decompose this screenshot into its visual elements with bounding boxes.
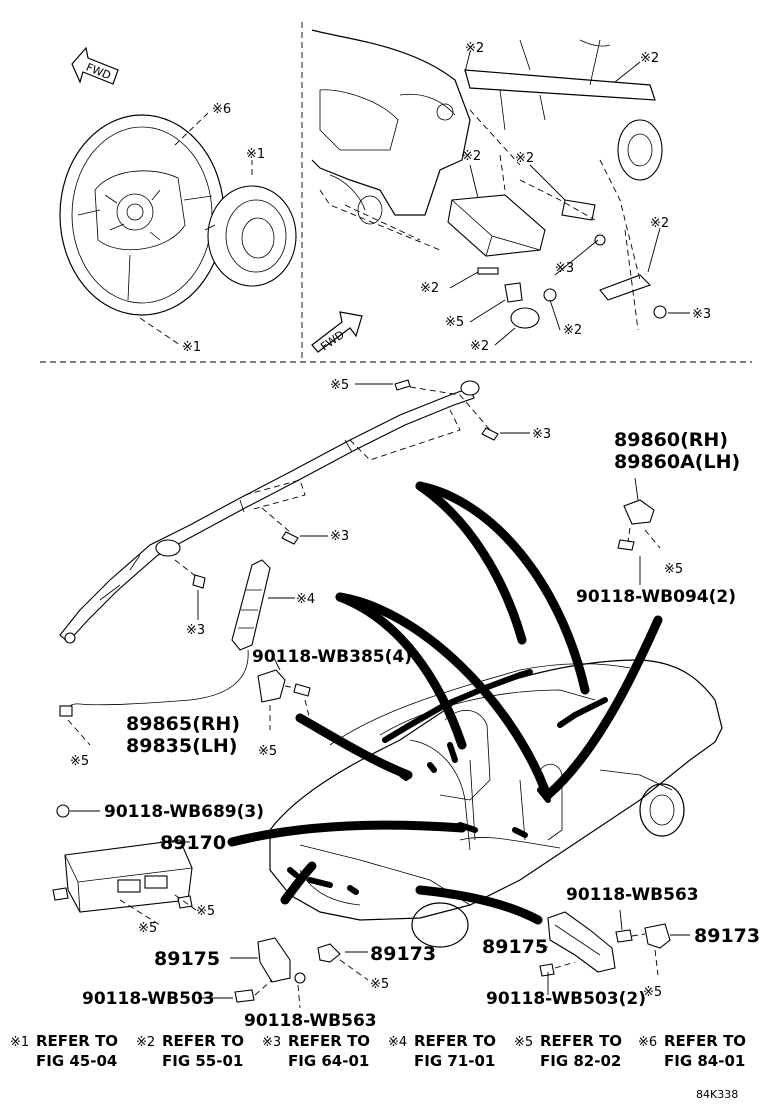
mark-2-e: ※2 bbox=[650, 216, 669, 231]
svg-text:FIG 55-01: FIG 55-01 bbox=[162, 1052, 243, 1070]
mark-5-a: ※5 bbox=[445, 315, 464, 330]
label-90118-wb689: 90118-WB689(3) bbox=[104, 802, 264, 822]
mark-5-sensor-rear: ※5 bbox=[664, 562, 683, 577]
svg-text:REFER TO: REFER TO bbox=[36, 1032, 118, 1050]
fwd-label-top: FWD bbox=[84, 61, 113, 83]
legend-entry-3: ※3 REFER TO FIG 64-01 bbox=[262, 1032, 370, 1070]
svg-text:※1: ※1 bbox=[10, 1035, 29, 1050]
legend-entry-1: ※1 REFER TO FIG 45-04 bbox=[10, 1032, 118, 1070]
label-90118-wb385: 90118-WB385(4) bbox=[252, 647, 412, 667]
svg-text:※2: ※2 bbox=[136, 1035, 155, 1050]
mark-2-a: ※2 bbox=[465, 41, 484, 56]
part-number-labels: 89860(RH) 89860A(LH) 90118-WB094(2) 9011… bbox=[82, 429, 760, 1031]
svg-text:FIG 71-01: FIG 71-01 bbox=[414, 1052, 495, 1070]
label-90118-wb094: 90118-WB094(2) bbox=[576, 587, 736, 607]
legend-entry-4: ※4 REFER TO FIG 71-01 bbox=[388, 1032, 496, 1070]
label-90118-wb563-right: 90118-WB563 bbox=[566, 885, 699, 905]
mark-3-curtain-b: ※3 bbox=[330, 529, 349, 544]
mark-5-side: ※5 bbox=[70, 754, 89, 769]
svg-text:FIG 45-04: FIG 45-04 bbox=[36, 1052, 117, 1070]
fwd-arrow-top: FWD bbox=[71, 46, 119, 85]
mark-1-airbag: ※1 bbox=[246, 147, 265, 162]
side-sensor-front: ※5 bbox=[257, 653, 311, 759]
instrument-panel-assembly: FWD ※2 ※2 ※2 ※2 ※2 ※3 ※2 ※3 ※5 ※2 ※2 bbox=[311, 29, 711, 354]
fwd-label-panel: FWD bbox=[318, 328, 346, 353]
mark-3-a: ※3 bbox=[555, 261, 574, 276]
mark-3-b: ※3 bbox=[692, 307, 711, 322]
mark-5-ecu-a: ※5 bbox=[138, 921, 157, 936]
passenger-airbag-module bbox=[447, 194, 546, 257]
svg-text:REFER TO: REFER TO bbox=[540, 1032, 622, 1050]
legend-entry-5: ※5 REFER TO FIG 82-02 bbox=[514, 1032, 622, 1070]
mark-2-h: ※2 bbox=[470, 339, 489, 354]
figure-code: 84K338 bbox=[696, 1088, 738, 1101]
fwd-arrow-panel: FWD bbox=[311, 311, 363, 353]
label-89175-left: 89175 bbox=[154, 948, 220, 970]
svg-text:REFER TO: REFER TO bbox=[664, 1032, 746, 1050]
svg-text:REFER TO: REFER TO bbox=[414, 1032, 496, 1050]
svg-text:FIG 82-02: FIG 82-02 bbox=[540, 1052, 621, 1070]
label-90118-wb503-right: 90118-WB503(2) bbox=[486, 989, 646, 1009]
svg-text:※5: ※5 bbox=[514, 1035, 533, 1050]
mark-4-side: ※4 bbox=[296, 592, 315, 607]
legend-entry-6: ※6 REFER TO FIG 84-01 bbox=[638, 1032, 746, 1070]
curtain-airbag-assembly: ※5 ※3 ※3 ※3 bbox=[59, 378, 551, 644]
steering-wheel-assembly: FWD ※6 ※1 ※1 bbox=[59, 46, 297, 355]
mark-2-d: ※2 bbox=[515, 151, 534, 166]
mark-5-front-left: ※5 bbox=[370, 977, 389, 992]
airbag-ecu: ※5 ※5 bbox=[52, 804, 215, 936]
mark-5-ecu-b: ※5 bbox=[196, 904, 215, 919]
driver-airbag-module bbox=[207, 185, 297, 287]
mark-2-f: ※2 bbox=[420, 281, 439, 296]
label-90118-wb503-left: 90118-WB503 bbox=[82, 989, 215, 1009]
label-89865-rh: 89865(RH) bbox=[126, 713, 240, 735]
mark-5-sensor: ※5 bbox=[258, 744, 277, 759]
mark-3-curtain-c: ※3 bbox=[186, 623, 205, 638]
label-89170: 89170 bbox=[160, 832, 226, 854]
mark-2-c: ※2 bbox=[462, 149, 481, 164]
label-89175-right: 89175 bbox=[482, 936, 548, 958]
side-airbag-assembly: ※4 ※5 bbox=[59, 559, 315, 769]
label-89860-rh: 89860(RH) bbox=[614, 429, 728, 451]
svg-text:REFER TO: REFER TO bbox=[162, 1032, 244, 1050]
svg-text:FIG 84-01: FIG 84-01 bbox=[664, 1052, 745, 1070]
svg-text:FIG 64-01: FIG 64-01 bbox=[288, 1052, 369, 1070]
mark-3-curtain-a: ※3 bbox=[532, 427, 551, 442]
label-89835-lh: 89835(LH) bbox=[126, 735, 237, 757]
svg-text:※6: ※6 bbox=[638, 1035, 657, 1050]
svg-text:REFER TO: REFER TO bbox=[288, 1032, 370, 1050]
side-sensor-rear: ※5 bbox=[617, 477, 683, 585]
legend-entry-2: ※2 REFER TO FIG 55-01 bbox=[136, 1032, 244, 1070]
svg-text:※3: ※3 bbox=[262, 1035, 281, 1050]
mark-1-wheel: ※1 bbox=[182, 340, 201, 355]
mark-6-wheel: ※6 bbox=[212, 102, 231, 117]
label-89860a-lh: 89860A(LH) bbox=[614, 451, 740, 473]
label-89173-left: 89173 bbox=[370, 943, 436, 965]
callout-lines bbox=[227, 481, 663, 925]
mark-5-curtain: ※5 bbox=[330, 378, 349, 393]
front-sensor-left: ※5 bbox=[198, 937, 389, 1009]
mark-5-front-right: ※5 bbox=[643, 985, 662, 1000]
front-sensor-right: ※5 bbox=[539, 909, 690, 1000]
reference-legend: ※1 REFER TO FIG 45-04 ※2 REFER TO FIG 55… bbox=[10, 1032, 746, 1070]
label-90118-wb563-left: 90118-WB563 bbox=[244, 1011, 377, 1031]
mark-2-b: ※2 bbox=[640, 51, 659, 66]
label-89173-right: 89173 bbox=[694, 925, 760, 947]
svg-text:※4: ※4 bbox=[388, 1035, 407, 1050]
mark-2-g: ※2 bbox=[563, 323, 582, 338]
